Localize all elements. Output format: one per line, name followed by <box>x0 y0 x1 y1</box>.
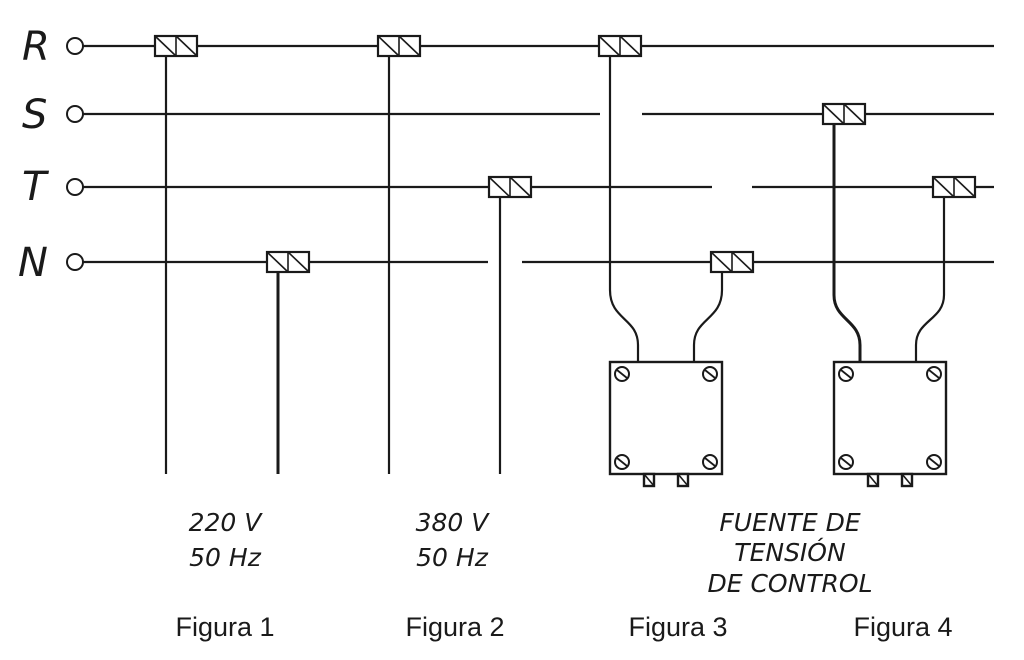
figure-1-spec-voltage: 220 V <box>189 508 264 537</box>
terminal-n-icon <box>66 253 84 271</box>
figure-3-spec-line-3: DE CONTROL <box>707 569 872 598</box>
power-supply-boxes <box>608 360 948 488</box>
screw-icon <box>702 366 718 382</box>
figure-4-wire-s <box>832 124 862 362</box>
figure-1-spec-frequency: 50 Hz <box>189 543 262 572</box>
screw-icon <box>926 366 942 382</box>
terminal-pin-icon <box>900 472 914 488</box>
figure-2-spec-frequency: 50 Hz <box>416 543 489 572</box>
terminal-s-icon <box>66 105 84 123</box>
figure-3-wire-r <box>608 56 640 362</box>
clamp-fig3-r-icon <box>597 34 643 58</box>
bus-lines <box>83 44 994 264</box>
clamp-fig1-n-icon <box>265 250 311 274</box>
clamp-fig1-r-icon <box>153 34 199 58</box>
power-supply-fig3 <box>608 360 724 488</box>
figure-4-caption: Figura 4 <box>853 612 952 642</box>
figure-3-spec-line-1: FUENTE DE <box>719 508 860 537</box>
clamp-fig2-r-icon <box>376 34 422 58</box>
figure-3-wire-n <box>692 272 724 362</box>
figure-3-spec-line-2: TENSIÓN <box>734 537 846 567</box>
figure-1-caption: Figura 1 <box>175 612 274 642</box>
terminal-pin-icon <box>642 472 656 488</box>
figure-3-wiring <box>608 56 724 362</box>
figure-4-wire-t <box>914 197 946 362</box>
clamp-fig2-t-icon <box>487 175 533 199</box>
phase-label-s: S <box>22 92 47 138</box>
terminal-r-icon <box>66 37 84 55</box>
screw-icon <box>614 454 630 470</box>
phase-label-n: N <box>18 240 48 286</box>
figure-3-caption: Figura 3 <box>628 612 727 642</box>
screw-icon <box>838 366 854 382</box>
figure-2-caption: Figura 2 <box>405 612 504 642</box>
screw-icon <box>838 454 854 470</box>
figure-4-wiring <box>832 124 946 362</box>
figure-1-spec: 220 V 50 Hz <box>189 508 264 572</box>
terminals <box>66 37 84 271</box>
clamp-fig3-n-icon <box>709 250 755 274</box>
figure-3-spec: FUENTE DE TENSIÓN DE CONTROL <box>707 508 872 598</box>
clamp-fig4-s-icon <box>821 102 867 126</box>
clamp-fig4-t-icon <box>931 175 977 199</box>
figure-2-spec: 380 V 50 Hz <box>416 508 491 572</box>
figure-2-spec-voltage: 380 V <box>416 508 491 537</box>
figure-1-wiring <box>164 56 280 474</box>
terminal-pin-icon <box>676 472 690 488</box>
screw-icon <box>926 454 942 470</box>
terminal-pin-icon <box>866 472 880 488</box>
screw-icon <box>614 366 630 382</box>
terminal-t-icon <box>66 178 84 196</box>
phase-label-r: R <box>22 24 50 70</box>
screw-icon <box>702 454 718 470</box>
figure-2-wiring <box>387 56 502 474</box>
power-supply-fig4 <box>832 360 948 488</box>
phase-label-t: T <box>22 164 50 210</box>
clamps <box>153 34 977 274</box>
